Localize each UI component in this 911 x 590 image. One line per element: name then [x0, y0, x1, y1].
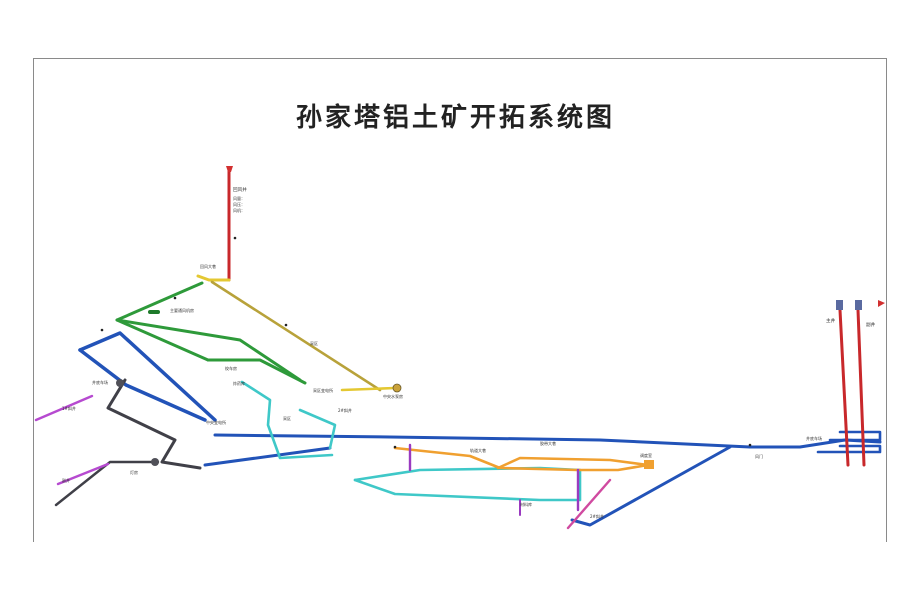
gray-belt-line-2 [54, 460, 160, 507]
label-return-shaft: 回风井 [233, 186, 247, 193]
label-dispatch-room: 调度室 [640, 452, 652, 458]
main-shaft-line [838, 308, 850, 467]
label-lamp-room: 灯房 [130, 469, 138, 475]
marker-5 [393, 445, 397, 449]
diagram-frame [33, 58, 887, 542]
label-main-shaft: 主井 [826, 317, 836, 324]
return-shaft-flag [226, 166, 233, 172]
magenta-incline [566, 478, 612, 530]
magenta-shaft-2 [56, 462, 110, 486]
label-inclined-shaft-1: 1#斜井 [62, 405, 76, 411]
blue-mid-roadway [203, 446, 332, 467]
fan-marker-east [392, 383, 402, 393]
label-auxiliary-shaft-east: 副井 [866, 321, 876, 328]
gray-belt-line [106, 378, 202, 470]
label-air-door: 风门 [755, 453, 763, 459]
auxiliary-shaft-line [856, 308, 866, 467]
label-main-fan-room: 主要通风机房 [170, 307, 194, 313]
marker-2 [173, 296, 177, 300]
label-inclined-shaft-2: 2#斜井 [338, 407, 352, 413]
label-shaft-bottom-east: 井底车场 [806, 435, 822, 441]
green-airway-branch-1 [115, 318, 302, 382]
yellow-return-airway [196, 274, 231, 282]
label-substation-main: 中央变电所 [206, 419, 226, 425]
label-explosive-room: 炸药库 [233, 380, 245, 386]
label-belt-roadway: 胶带大巷 [540, 440, 556, 446]
main-shaft-headframe [836, 300, 843, 310]
label-track-roadway: 轨道大巷 [470, 447, 486, 453]
blue-loop [816, 444, 882, 454]
label-substation-zone: 采区变电所 [313, 387, 333, 393]
olive-return-airway [210, 280, 382, 392]
diagram-title: 孙家塔铝土矿开拓系统图 [295, 103, 615, 133]
blue-east-incline [570, 445, 732, 527]
pulley-2 [151, 458, 159, 466]
yellow-connector [340, 386, 397, 392]
blue-loop-2 [828, 430, 882, 442]
label-auxiliary-shaft-west: 副井 [62, 477, 70, 483]
label-return-roadway: 回风大巷 [200, 263, 216, 269]
label-return-shaft-info-3: 风机： [233, 207, 245, 213]
marker-6 [748, 443, 752, 447]
label-zone-b: 采区 [283, 415, 291, 421]
label-pump-room-center: 中央水泵房 [383, 393, 403, 399]
blue-track-lower [78, 348, 207, 422]
marker-3 [100, 328, 104, 332]
label-return-shaft-info-2: 风压： [233, 202, 245, 207]
label-shaft-bottom: 井底车场 [92, 379, 108, 385]
blue-track-west [78, 331, 217, 422]
magenta-shaft-1 [34, 394, 94, 422]
pulley-1 [116, 379, 124, 387]
orange-drift [393, 446, 650, 472]
marker-1 [233, 236, 237, 240]
orange-station [644, 460, 654, 469]
label-return-shaft-info-1: 风量： [233, 195, 245, 201]
auxiliary-shaft-headframe [855, 300, 862, 310]
auxiliary-shaft-flag [878, 300, 885, 307]
green-airway-branch-2 [206, 358, 307, 385]
label-machine-room: 绞车房 [225, 365, 237, 371]
teal-south-loop [353, 468, 582, 502]
orange-drift-loop [496, 456, 650, 470]
label-inclined-east: 2#斜井 [590, 513, 604, 519]
blue-main-roadway [213, 433, 752, 449]
label-zone-a: 采区 [310, 340, 318, 346]
teal-airway-2 [298, 408, 337, 450]
teal-airway-1 [240, 380, 334, 460]
label-yard: 材料库 [520, 501, 532, 507]
marker-4 [284, 323, 288, 327]
